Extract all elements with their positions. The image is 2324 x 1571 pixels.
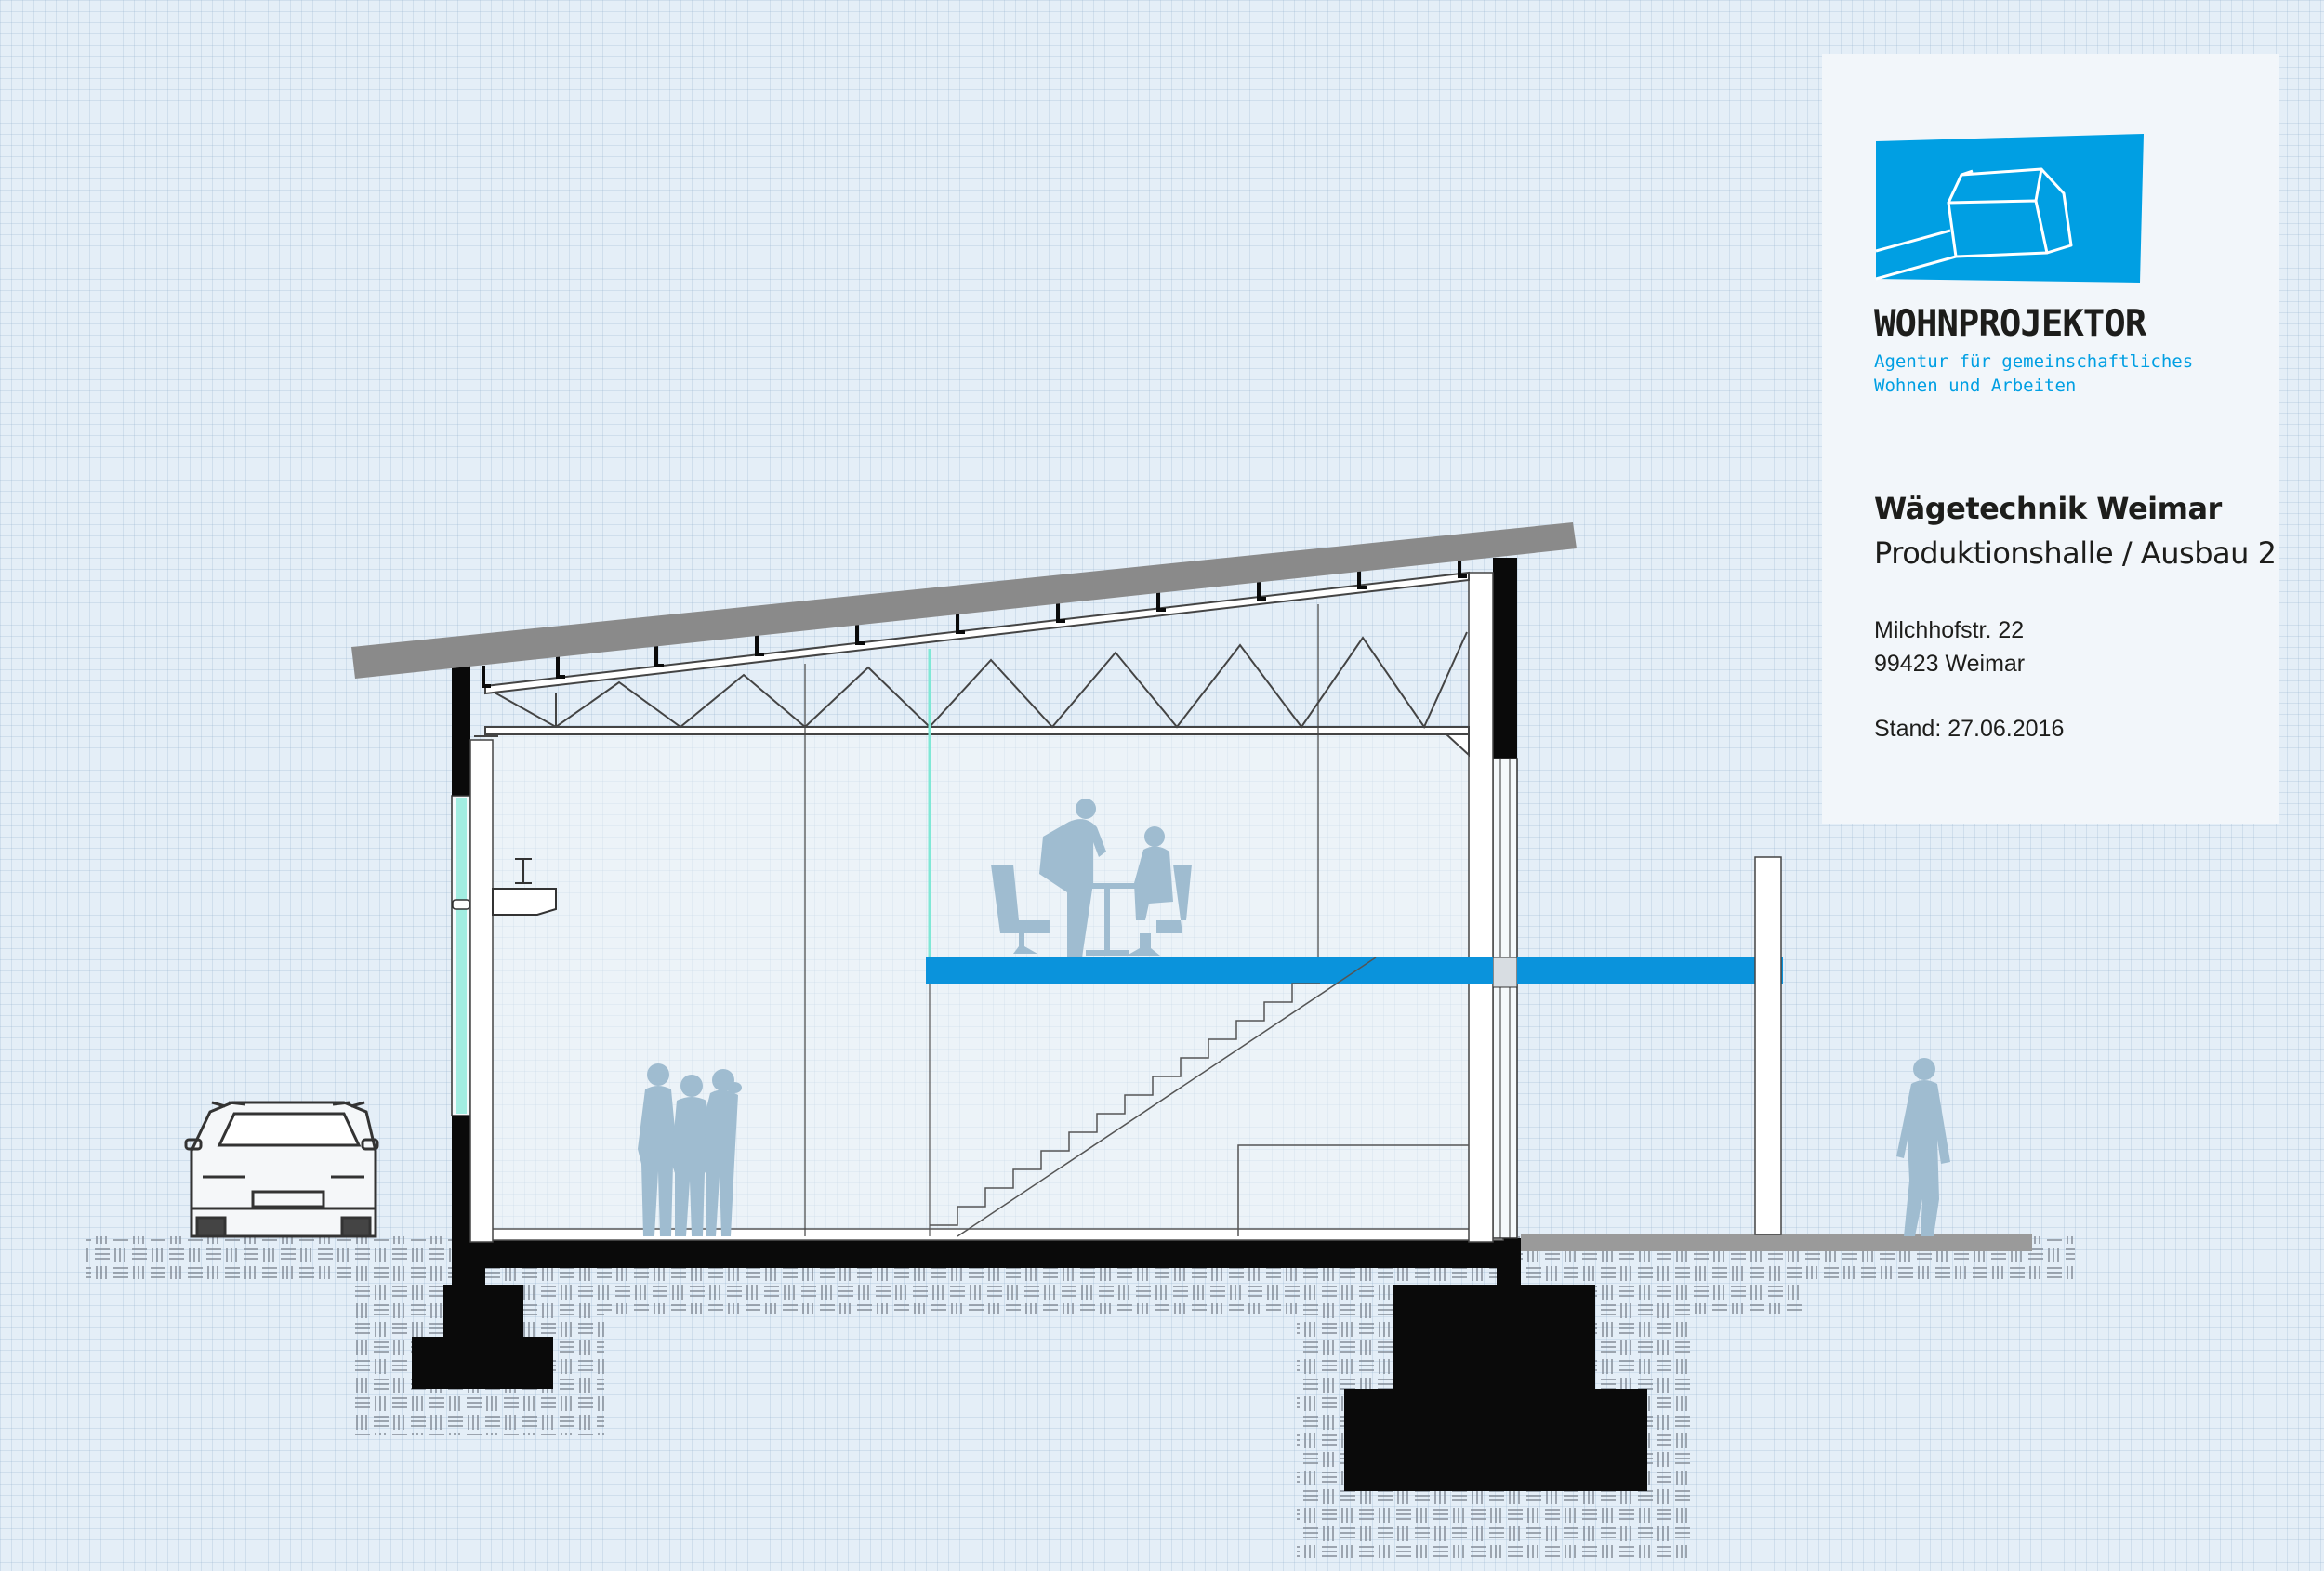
stair (930, 957, 1469, 1237)
project-subtitle: Produktionshalle / Ausbau 2 (1874, 535, 2277, 571)
address-city: 99423 Weimar (1874, 651, 2026, 677)
terrace-slab (1521, 1234, 2032, 1251)
exterior-post (1754, 856, 1782, 1235)
roof-purlins (482, 556, 1467, 688)
mezzanine-floor (926, 957, 1783, 1236)
chair-icon (1127, 865, 1192, 956)
table-icon (1069, 883, 1147, 889)
person-silhouette-icon (1896, 1058, 1950, 1236)
person-silhouette-icon (638, 1063, 742, 1236)
left-wall (451, 662, 494, 1243)
project-title: Wägetechnik Weimar (1874, 491, 2222, 526)
title-block: WOHNPROJEKTOR Agentur für gemeinschaftli… (1822, 54, 2279, 824)
revision-date: Stand: 27.06.2016 (1874, 716, 2065, 742)
house-logo-icon (1875, 134, 2144, 283)
ground-soil (86, 1236, 2075, 1558)
address-street: Milchhofstr. 22 (1874, 617, 2025, 643)
brand-name: WOHNPROJEKTOR (1874, 303, 2146, 345)
brand-tagline-line1: Agentur für gemeinschaftliches (1874, 351, 2194, 372)
brand-tagline-line2: Wohnen und Arbeiten (1874, 376, 2077, 396)
hall-interior (484, 731, 1504, 1241)
chair-icon (991, 865, 1050, 954)
right-wall (1468, 558, 1518, 1243)
car-icon (184, 1101, 379, 1238)
crane-bracket (492, 858, 557, 916)
meeting-scene (991, 799, 1192, 957)
roof-truss (474, 571, 1470, 1236)
foundations (412, 1116, 1647, 1491)
roof-slab (351, 522, 1577, 679)
